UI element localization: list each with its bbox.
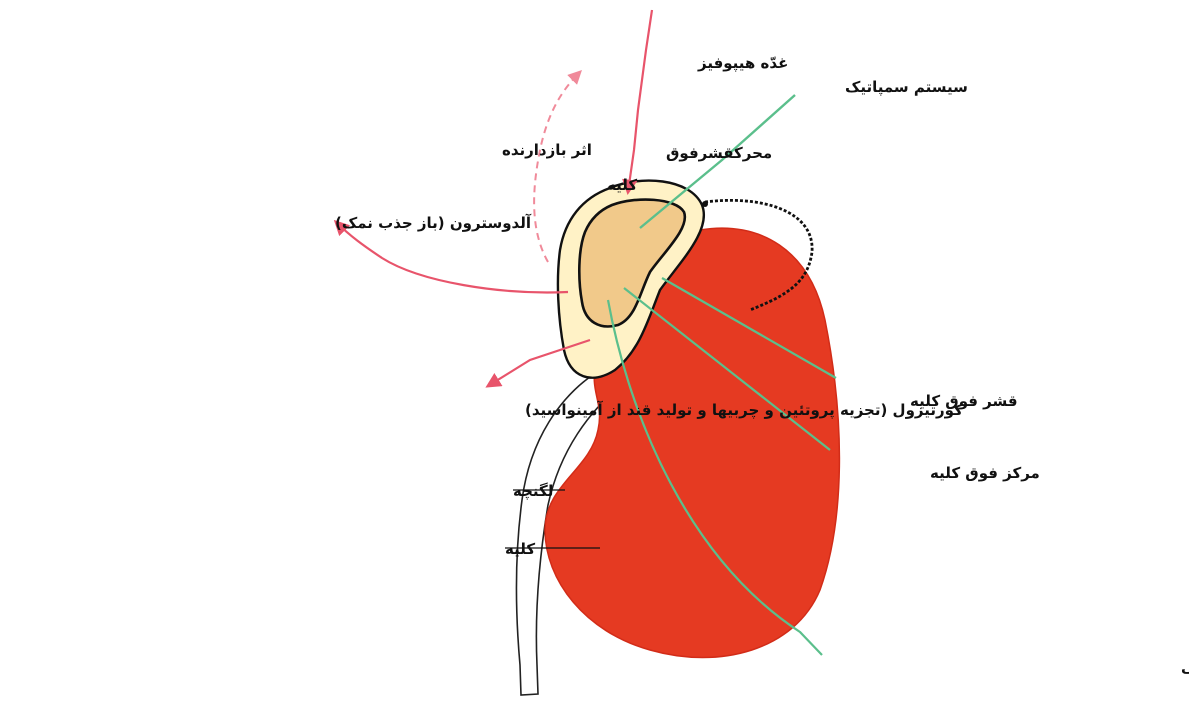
aldosterone-label: آلدوسترون (باز جذب نمک) [335,214,532,232]
adrenal-cortex-label: قشر فوق کلیه [910,392,1018,410]
acth-label-line1: محرکقشرفوق [666,144,772,162]
renal-pelvis-label: لگنچه [513,482,553,501]
adrenal-medulla-label: مرکز فوق کلیه [930,464,1040,482]
cortisol-label: کورتیزول (تجزیه پروتئین و چربیها و تولید… [525,401,963,420]
inhibitory-effect-label: اثر بازدارنده [502,141,592,159]
adrenaline-label: آدرنالین، آزاد ساختن گلوکز و واکنشهای ته… [1181,658,1189,676]
pituitary-label: غدّه هیپوفیز [697,54,788,73]
feedback-arc-head [702,201,708,207]
kidney-label: کلیه [505,540,535,558]
acth-label-line2: کلیه [607,176,637,194]
sympathetic-label: سیستم سمپاتیک [845,78,968,97]
acth-arrow [628,10,652,192]
aldosterone-arrow [336,222,568,292]
